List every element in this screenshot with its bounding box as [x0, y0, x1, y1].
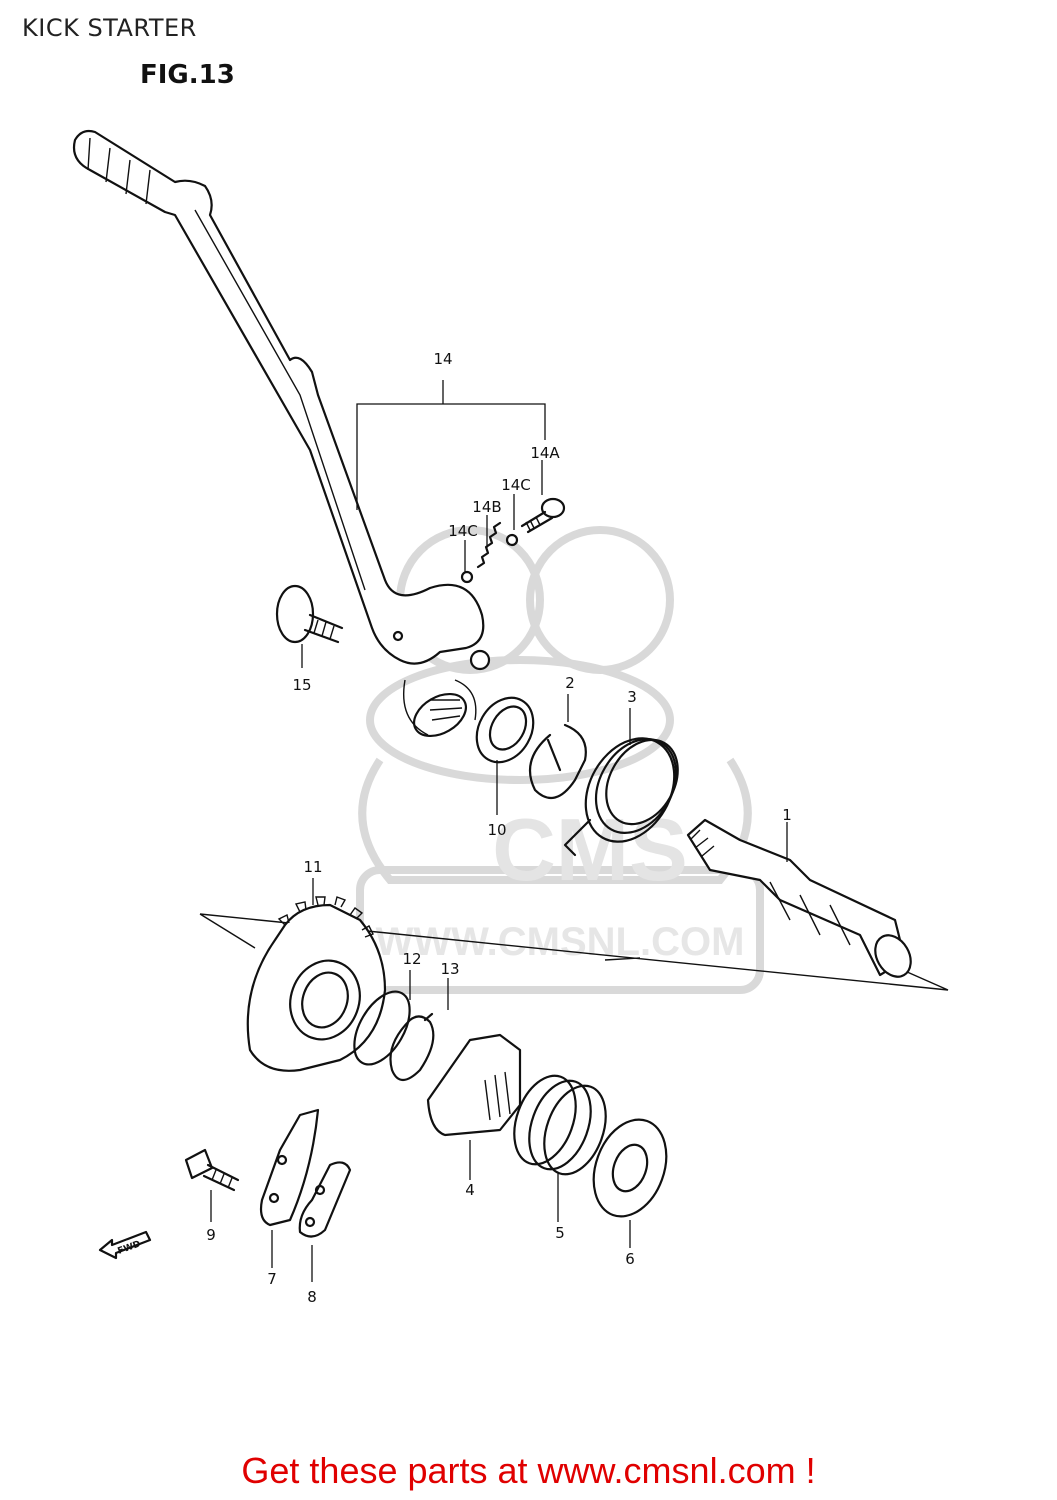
- callout-13: 13: [440, 960, 459, 978]
- page-title: KICK STARTER: [22, 14, 197, 42]
- figure-label: FIG.13: [140, 60, 235, 90]
- callout-6: 6: [625, 1250, 635, 1268]
- kick-starter-shaft: [686, 818, 912, 978]
- guide-plate-7: [259, 1108, 320, 1227]
- callout-14c-upper: 14C: [501, 476, 531, 494]
- callout-7: 7: [267, 1270, 277, 1288]
- return-spring: [563, 737, 679, 857]
- callout-14b: 14B: [472, 498, 501, 516]
- callout-14: 14: [433, 350, 452, 368]
- callout-11: 11: [303, 858, 322, 876]
- forward-direction-arrow: FWD: [98, 1230, 152, 1260]
- parts-shop-link[interactable]: Get these parts at www.cmsnl.com !: [241, 1450, 816, 1491]
- callout-3: 3: [627, 688, 637, 706]
- callout-14-bracket: [356, 380, 546, 510]
- callout-12: 12: [402, 950, 421, 968]
- washer-12: [353, 990, 411, 1066]
- plate-bolt: [184, 1148, 240, 1192]
- callout-15: 15: [292, 676, 311, 694]
- watermark-logo-text: CMS: [492, 800, 688, 899]
- stopper-bolt: [275, 584, 344, 644]
- callout-5: 5: [555, 1224, 565, 1242]
- spring-guide: [528, 723, 587, 800]
- ball-14c-lower: [460, 570, 474, 584]
- oil-seal: [475, 696, 535, 764]
- watermark-url: WWW.CMSNL.COM: [376, 920, 745, 964]
- callout-8: 8: [307, 1288, 317, 1306]
- callout-1: 1: [782, 806, 792, 824]
- spring-14b: [476, 521, 502, 569]
- callout-2: 2: [565, 674, 575, 692]
- washer-6: [592, 1118, 668, 1218]
- kick-lever: [72, 129, 491, 738]
- circlip-13: [389, 1012, 435, 1082]
- callout-14a: 14A: [530, 444, 560, 462]
- kick-ratchet: [426, 1033, 522, 1137]
- ball-14c-upper: [505, 533, 519, 547]
- kick-spring: [513, 1074, 607, 1176]
- callout-9: 9: [206, 1226, 216, 1244]
- callout-4: 4: [465, 1181, 475, 1199]
- kick-lever-bolt: [520, 497, 566, 534]
- callout-10: 10: [487, 821, 506, 839]
- callout-14c-lower: 14C: [448, 522, 478, 540]
- kick-drive-gear: [246, 896, 387, 1072]
